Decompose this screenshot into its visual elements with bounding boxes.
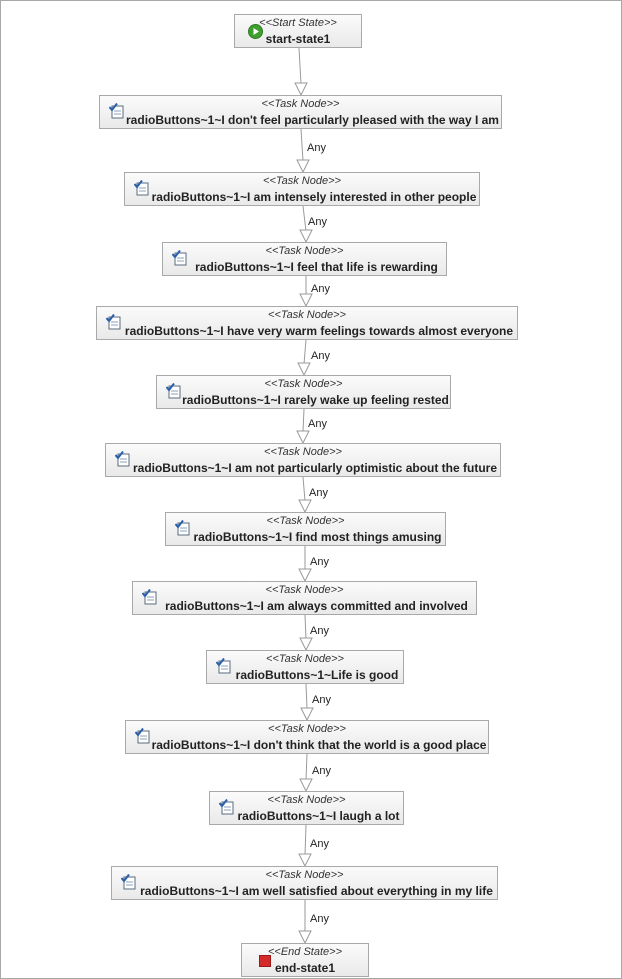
arrowhead [298, 499, 312, 514]
transition-arrow[interactable] [298, 824, 312, 868]
task-stereotype: <<Task Node>> [268, 309, 346, 321]
transition-arrow[interactable] [299, 614, 313, 652]
transition-arrow[interactable] [296, 128, 310, 174]
arrowhead [299, 293, 313, 308]
task-label: radioButtons~1~I don't feel particularly… [126, 113, 499, 127]
task-stereotype: <<Task Node>> [266, 653, 344, 665]
task-stereotype: <<Task Node>> [267, 794, 346, 806]
transition-label: Any [310, 556, 329, 568]
transition-label: Any [311, 283, 330, 295]
arrowhead [299, 637, 313, 652]
task-node[interactable]: <<Task Node>> radioButtons~1~I am not pa… [105, 443, 501, 477]
task-stereotype: <<Task Node>> [263, 175, 341, 187]
transition-arrow[interactable] [300, 683, 314, 722]
task-checklist-icon [216, 658, 231, 674]
task-label: radioButtons~1~I laugh a lot [237, 809, 400, 823]
transition-label: Any [311, 350, 330, 362]
arrowhead [297, 362, 311, 377]
task-node[interactable]: <<Task Node>> radioButtons~1~Life is goo… [206, 650, 404, 684]
arrowhead [299, 229, 313, 244]
transition-arrow[interactable] [299, 205, 313, 244]
task-checklist-icon [219, 799, 234, 815]
task-label: radioButtons~1~Life is good [235, 668, 399, 682]
start-label: start-state1 [265, 32, 331, 46]
task-label: radioButtons~1~I am well satisfied about… [140, 884, 493, 898]
task-label: radioButtons~1~I have very warm feelings… [124, 324, 514, 338]
task-checklist-icon [134, 180, 149, 196]
stop-icon [259, 955, 271, 967]
task-stereotype: <<Task Node>> [265, 869, 344, 881]
transition-arrow[interactable] [294, 47, 308, 97]
task-checklist-icon [142, 589, 157, 605]
task-node[interactable]: <<Task Node>> radioButtons~1~I find most… [165, 512, 446, 546]
end-label: end-state1 [274, 961, 336, 975]
task-label: radioButtons~1~I don't think that the wo… [151, 738, 487, 752]
transition-arrow[interactable] [297, 339, 311, 377]
task-checklist-icon [135, 728, 150, 744]
task-stereotype: <<Task Node>> [264, 378, 343, 390]
task-stereotype: <<Task Node>> [266, 515, 345, 527]
task-label: radioButtons~1~I am intensely interested… [151, 190, 477, 204]
task-node[interactable]: <<Task Node>> radioButtons~1~I am intens… [124, 172, 480, 206]
task-node[interactable]: <<Task Node>> radioButtons~1~I have very… [96, 306, 518, 340]
task-checklist-icon [115, 451, 130, 467]
task-label: radioButtons~1~I am always committed and… [165, 599, 468, 613]
transition-label: Any [310, 913, 329, 925]
transition-arrow[interactable] [299, 276, 313, 308]
task-stereotype: <<Task Node>> [265, 245, 344, 257]
task-label: radioButtons~1~I am not particularly opt… [132, 461, 498, 475]
task-checklist-icon [166, 383, 181, 399]
arrowhead [298, 853, 312, 868]
transition-label: Any [308, 418, 327, 430]
task-label: radioButtons~1~I rarely wake up feeling … [182, 393, 449, 407]
task-node[interactable]: <<Task Node>> radioButtons~1~I am always… [132, 581, 477, 615]
transition-arrow[interactable] [299, 753, 313, 793]
task-checklist-icon [121, 874, 136, 890]
arrowhead [300, 707, 314, 722]
transition-label: Any [310, 838, 329, 850]
task-node[interactable]: <<Task Node>> radioButtons~1~I don't thi… [125, 720, 489, 754]
transition-arrow[interactable] [298, 546, 312, 583]
task-node[interactable]: <<Task Node>> radioButtons~1~I rarely wa… [156, 375, 451, 409]
transition-label: Any [312, 765, 331, 777]
task-checklist-icon [172, 250, 187, 266]
arrowhead [294, 82, 308, 97]
task-node[interactable]: <<Task Node>> radioButtons~1~I feel that… [162, 242, 447, 276]
start-state-node[interactable]: <<Start State>> start-state1 [234, 14, 362, 48]
arrowhead [296, 159, 310, 174]
end-stereotype: <<End State>> [267, 946, 342, 958]
transition-arrow[interactable] [296, 408, 310, 445]
end-state-node[interactable]: <<End State>> end-state1 [241, 943, 369, 977]
arrowhead [296, 430, 310, 445]
task-node[interactable]: <<Task Node>> radioButtons~1~I don't fee… [99, 95, 502, 129]
arrowhead [298, 930, 312, 945]
transition-label: Any [307, 142, 326, 154]
task-checklist-icon [175, 520, 190, 536]
task-stereotype: <<Task Node>> [268, 723, 346, 735]
task-label: radioButtons~1~I find most things amusin… [193, 530, 442, 544]
transition-arrow[interactable] [298, 900, 312, 945]
task-checklist-icon [106, 314, 121, 330]
task-stereotype: <<Task Node>> [264, 446, 342, 458]
task-stereotype: <<Task Node>> [261, 98, 340, 110]
start-stereotype: <<Start State>> [259, 17, 337, 29]
play-icon [248, 24, 263, 39]
transition-label: Any [310, 625, 329, 637]
arrowhead [299, 778, 313, 793]
transition-label: Any [308, 216, 327, 228]
transition-arrow[interactable] [298, 476, 312, 514]
task-stereotype: <<Task Node>> [265, 584, 344, 596]
task-node[interactable]: <<Task Node>> radioButtons~1~I laugh a l… [209, 791, 404, 825]
transition-label: Any [309, 487, 328, 499]
transition-label: Any [312, 694, 331, 706]
task-node[interactable]: <<Task Node>> radioButtons~1~I am well s… [111, 866, 498, 900]
task-label: radioButtons~1~I feel that life is rewar… [195, 260, 438, 274]
arrowhead [298, 568, 312, 583]
task-checklist-icon [109, 103, 124, 119]
